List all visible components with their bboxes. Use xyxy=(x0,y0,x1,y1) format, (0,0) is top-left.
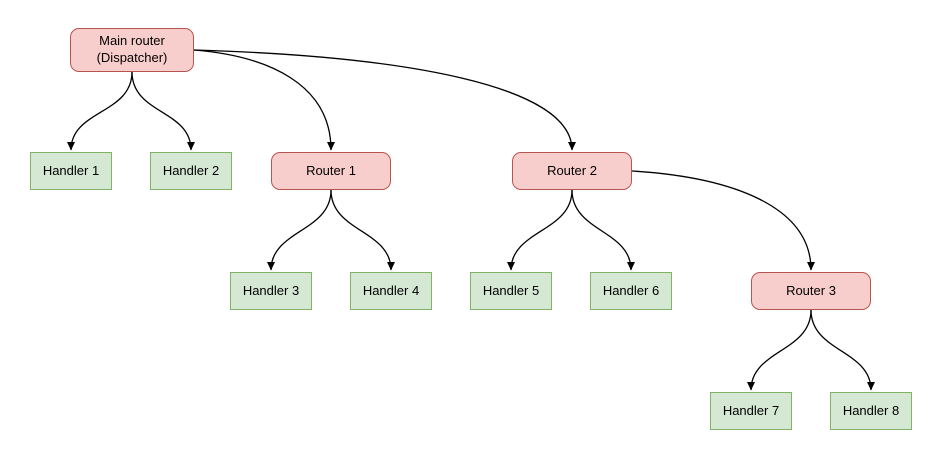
node-handler-8: Handler 8 xyxy=(830,392,912,430)
node-label-handler-7: Handler 7 xyxy=(722,402,780,418)
node-label-router-3: Router 3 xyxy=(786,282,836,298)
node-label-handler-8: Handler 8 xyxy=(842,402,900,418)
edge-router-2-to-handler-6 xyxy=(571,189,635,271)
node-label-router-1: Router 1 xyxy=(306,162,356,178)
node-handler-6: Handler 6 xyxy=(590,272,672,310)
edge-main-router-to-router-2 xyxy=(193,49,576,151)
edge-main-router-to-handler-2 xyxy=(131,71,195,151)
edge-main-router-to-handler-1 xyxy=(67,71,133,151)
edge-router-2-to-router-3 xyxy=(631,170,815,271)
node-router-3: Router 3 xyxy=(751,272,871,310)
edge-main-router-to-router-1 xyxy=(193,49,335,151)
edge-router-1-to-handler-3 xyxy=(267,189,332,271)
edge-router-2-to-handler-5 xyxy=(507,189,573,271)
node-handler-4: Handler 4 xyxy=(350,272,432,310)
node-handler-2: Handler 2 xyxy=(150,152,232,190)
node-router-2: Router 2 xyxy=(512,152,632,190)
edge-router-3-to-handler-7 xyxy=(747,309,812,391)
edge-router-1-to-handler-4 xyxy=(330,189,395,271)
node-handler-5: Handler 5 xyxy=(470,272,552,310)
node-label-handler-5: Handler 5 xyxy=(482,282,540,298)
node-router-1: Router 1 xyxy=(271,152,391,190)
node-main-router: Main router (Dispatcher) xyxy=(70,28,194,72)
node-label-handler-3: Handler 3 xyxy=(242,282,300,298)
node-handler-1: Handler 1 xyxy=(30,152,112,190)
node-handler-7: Handler 7 xyxy=(710,392,792,430)
node-label-handler-2: Handler 2 xyxy=(162,162,220,178)
node-label-router-2: Router 2 xyxy=(547,162,597,178)
node-label-handler-4: Handler 4 xyxy=(362,282,420,298)
node-label-main-router: Main router (Dispatcher) xyxy=(96,33,168,65)
node-handler-3: Handler 3 xyxy=(230,272,312,310)
node-label-handler-1: Handler 1 xyxy=(42,162,100,178)
edge-router-3-to-handler-8 xyxy=(810,309,875,391)
node-label-handler-6: Handler 6 xyxy=(602,282,660,298)
